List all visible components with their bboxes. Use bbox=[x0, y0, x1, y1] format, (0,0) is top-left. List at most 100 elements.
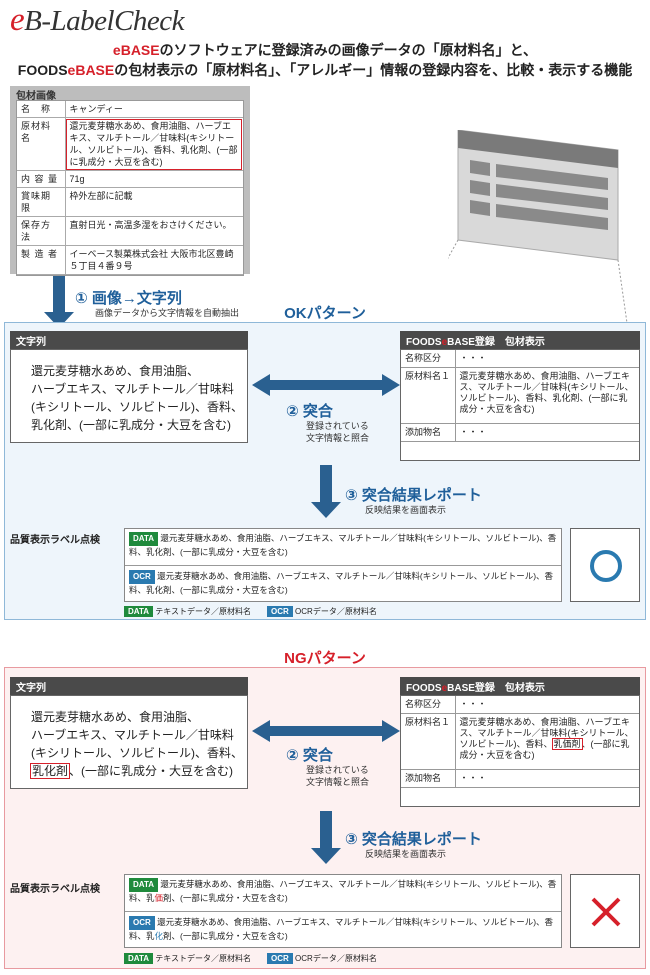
ng-legend: DATA テキストデータ／原材料名 OCR OCRデータ／原材料名 bbox=[124, 953, 377, 964]
screen-icon bbox=[448, 130, 628, 330]
step1-sub: 画像データから文字情報を自動抽出 bbox=[95, 308, 240, 318]
ok-string-box: 還元麦芽糖水あめ、食用油脂、 ハーブエキス、マルチトール／甘味料 (キシリトール… bbox=[10, 349, 248, 443]
ng-register-header: FOODSeBASE登録 包材表示 bbox=[400, 677, 640, 696]
header-line-2: FOODSeBASEの包材表示の「原材料名」、「アレルギー」情報の登録内容を、比… bbox=[17, 62, 633, 78]
label-row-key: 保存方法 bbox=[17, 216, 66, 246]
ng-string-header: 文字列 bbox=[10, 677, 248, 696]
ok-data-row: DATA 還元麦芽糖水あめ、食用油脂、ハーブエキス、マルチトール／甘味料(キシリ… bbox=[129, 532, 557, 558]
ng-result-mark-box bbox=[570, 874, 640, 948]
header-line-1: eBASEのソフトウェアに登録済みの画像データの「原材料名」と、 bbox=[112, 42, 538, 58]
register-row-key: 名称区分 bbox=[401, 696, 456, 714]
register-row-value: ・・・ bbox=[455, 350, 639, 368]
ok-step3-label: ③ 突合結果レポート bbox=[345, 487, 482, 504]
ng-step2-sub2: 文字情報と照合 bbox=[306, 777, 370, 787]
ng-step2-label: ② 突合 bbox=[286, 747, 333, 764]
label-row-value: 還元麦芽糖水あめ、食用油脂、ハーブエキス、マルチトール／甘味料(キシリトール、ソ… bbox=[65, 117, 243, 171]
ok-register-header: FOODSeBASE登録 包材表示 bbox=[400, 331, 640, 350]
label-row-value: キャンディー bbox=[65, 101, 243, 118]
ocr-tag: OCR bbox=[129, 916, 155, 930]
label-row-key: 製 造 者 bbox=[17, 245, 66, 275]
label-row: 製 造 者イーベース製菓株式会社 大阪市北区豊崎５丁目４番９号 bbox=[17, 245, 243, 275]
label-image-card: 包材画像 名 称キャンディー原材料名還元麦芽糖水あめ、食用油脂、ハーブエキス、マ… bbox=[10, 86, 250, 276]
ok-string-line: 還元麦芽糖水あめ、食用油脂、 bbox=[31, 364, 200, 378]
register-row-key: 名称区分 bbox=[401, 350, 456, 368]
ok-data-text: 還元麦芽糖水あめ、食用油脂、ハーブエキス、マルチトール／甘味料(キシリトール、ソ… bbox=[129, 533, 557, 557]
label-row-value: 71g bbox=[65, 170, 243, 188]
ng-string-box: 還元麦芽糖水あめ、食用油脂、 ハーブエキス、マルチトール／甘味料 (キシリトール… bbox=[10, 695, 248, 789]
ng-step3-arrowhead bbox=[311, 848, 341, 864]
label-row: 原材料名還元麦芽糖水あめ、食用油脂、ハーブエキス、マルチトール／甘味料(キシリト… bbox=[17, 117, 243, 171]
label-row: 賞味期限枠外左部に記載 bbox=[17, 187, 243, 217]
ok-string-line: ハーブエキス、マルチトール／甘味料 bbox=[31, 382, 234, 396]
register-row-value: ・・・ bbox=[455, 423, 639, 442]
ok-step2-sub1: 登録されている bbox=[306, 421, 369, 431]
ok-result-box: DATA 還元麦芽糖水あめ、食用油脂、ハーブエキス、マルチトール／甘味料(キシリ… bbox=[124, 528, 562, 602]
ng-step3-label: ③ 突合結果レポート bbox=[345, 831, 482, 848]
ok-step2-label: ② 突合 bbox=[286, 403, 333, 420]
register-row-key: 原材料名１ bbox=[401, 367, 456, 424]
ng-check-header: 品質表示ラベル点検 bbox=[10, 884, 100, 895]
ng-step2-sub1: 登録されている bbox=[306, 765, 369, 775]
ng-string-line: 還元麦芽糖水あめ、食用油脂、 bbox=[31, 710, 200, 724]
label-row-key: 賞味期限 bbox=[17, 187, 66, 217]
register-row-value: 還元麦芽糖水あめ、食用油脂、ハーブエキス、マルチトール／甘味料(キシリトール、ソ… bbox=[455, 367, 639, 424]
ok-step3-arrowhead bbox=[311, 502, 341, 518]
ng-result-box: DATA 還元麦芽糖水あめ、食用油脂、ハーブエキス、マルチトール／甘味料(キシリ… bbox=[124, 874, 562, 948]
ok-string-header: 文字列 bbox=[10, 331, 248, 350]
register-row-value: 還元麦芽糖水あめ、食用油脂、ハーブエキス、マルチトール／甘味料(キシリトール、ソ… bbox=[455, 713, 639, 770]
data-tag: DATA bbox=[129, 532, 159, 546]
register-row-value: ・・・ bbox=[455, 769, 639, 788]
data-tag: DATA bbox=[129, 878, 159, 892]
register-row-value: ・・・ bbox=[455, 696, 639, 714]
ng-string-line: ハーブエキス、マルチトール／甘味料 bbox=[31, 728, 234, 742]
register-row-key: 添加物名 bbox=[401, 423, 456, 442]
ok-step2-sub2: 文字情報と照合 bbox=[306, 433, 370, 443]
ocr-tag: OCR bbox=[129, 570, 155, 584]
ng-string-line: (キシリトール、ソルビトール)、香料、 bbox=[31, 746, 243, 760]
register-row: 名称区分・・・ bbox=[401, 696, 639, 714]
register-row-key: 添加物名 bbox=[401, 769, 456, 788]
ok-legend: DATA テキストデータ／原材料名 OCR OCRデータ／原材料名 bbox=[124, 606, 377, 617]
ok-string-line: (キシリトール、ソルビトール)、香料、 bbox=[31, 400, 243, 414]
ng-title: NGパターン bbox=[284, 650, 366, 667]
register-row: 添加物名・・・ bbox=[401, 423, 639, 442]
register-row: 名称区分・・・ bbox=[401, 350, 639, 368]
ok-double-arrow bbox=[252, 374, 400, 396]
label-row: 名 称キャンディー bbox=[17, 101, 243, 118]
label-row-value: イーベース製菓株式会社 大阪市北区豊崎５丁目４番９号 bbox=[65, 245, 243, 275]
ok-ocr-row: OCR 還元麦芽糖水あめ、食用油脂、ハーブエキス、マルチトール／甘味料(キシリト… bbox=[129, 570, 557, 596]
ng-string-line: 乳化剤、(一部に乳成分・大豆を含む) bbox=[29, 763, 234, 779]
ng-cross-mark bbox=[591, 897, 621, 927]
app-logo: eB-LabelCheck bbox=[10, 2, 185, 38]
register-row: 添加物名・・・ bbox=[401, 769, 639, 788]
label-row: 保存方法直射日光・高温多湿をおさけください。 bbox=[17, 216, 243, 246]
ok-ocr-text: 還元麦芽糖水あめ、食用油脂、ハーブエキス、マルチトール／甘味料(キシリトール、ソ… bbox=[129, 571, 554, 595]
ng-step3-arrow bbox=[320, 811, 332, 851]
ok-string-line: 乳化剤、(一部に乳成分・大豆を含む) bbox=[31, 418, 231, 432]
ok-title: OKパターン bbox=[284, 305, 366, 322]
step1-label: ① 画像→文字列 bbox=[75, 290, 182, 307]
ng-step3-sub: 反映結果を画面表示 bbox=[365, 849, 447, 859]
label-row-value: 枠外左部に記載 bbox=[65, 187, 243, 217]
ng-ocr-row: OCR 還元麦芽糖水あめ、食用油脂、ハーブエキス、マルチトール／甘味料(キシリト… bbox=[129, 916, 554, 941]
ok-step3-sub: 反映結果を画面表示 bbox=[365, 505, 447, 515]
label-row-key: 名 称 bbox=[17, 101, 66, 118]
label-row-value: 直射日光・高温多湿をおさけください。 bbox=[65, 216, 243, 246]
label-row-key: 原材料名 bbox=[17, 117, 66, 171]
step1-arrow bbox=[53, 276, 65, 316]
ok-result-mark-box bbox=[570, 528, 640, 602]
register-row-key: 原材料名１ bbox=[401, 713, 456, 770]
label-image-table: 名 称キャンディー原材料名還元麦芽糖水あめ、食用油脂、ハーブエキス、マルチトール… bbox=[17, 101, 243, 275]
label-row-key: 内 容 量 bbox=[17, 170, 66, 188]
ng-data-row: DATA 還元麦芽糖水あめ、食用油脂、ハーブエキス、マルチトール／甘味料(キシリ… bbox=[129, 878, 557, 903]
ok-check-header: 品質表示ラベル点検 bbox=[10, 535, 100, 546]
ok-circle-mark bbox=[590, 550, 622, 582]
ng-double-arrow bbox=[252, 720, 400, 742]
ok-step3-arrow bbox=[320, 465, 332, 505]
label-image-title: 包材画像 bbox=[16, 91, 56, 102]
